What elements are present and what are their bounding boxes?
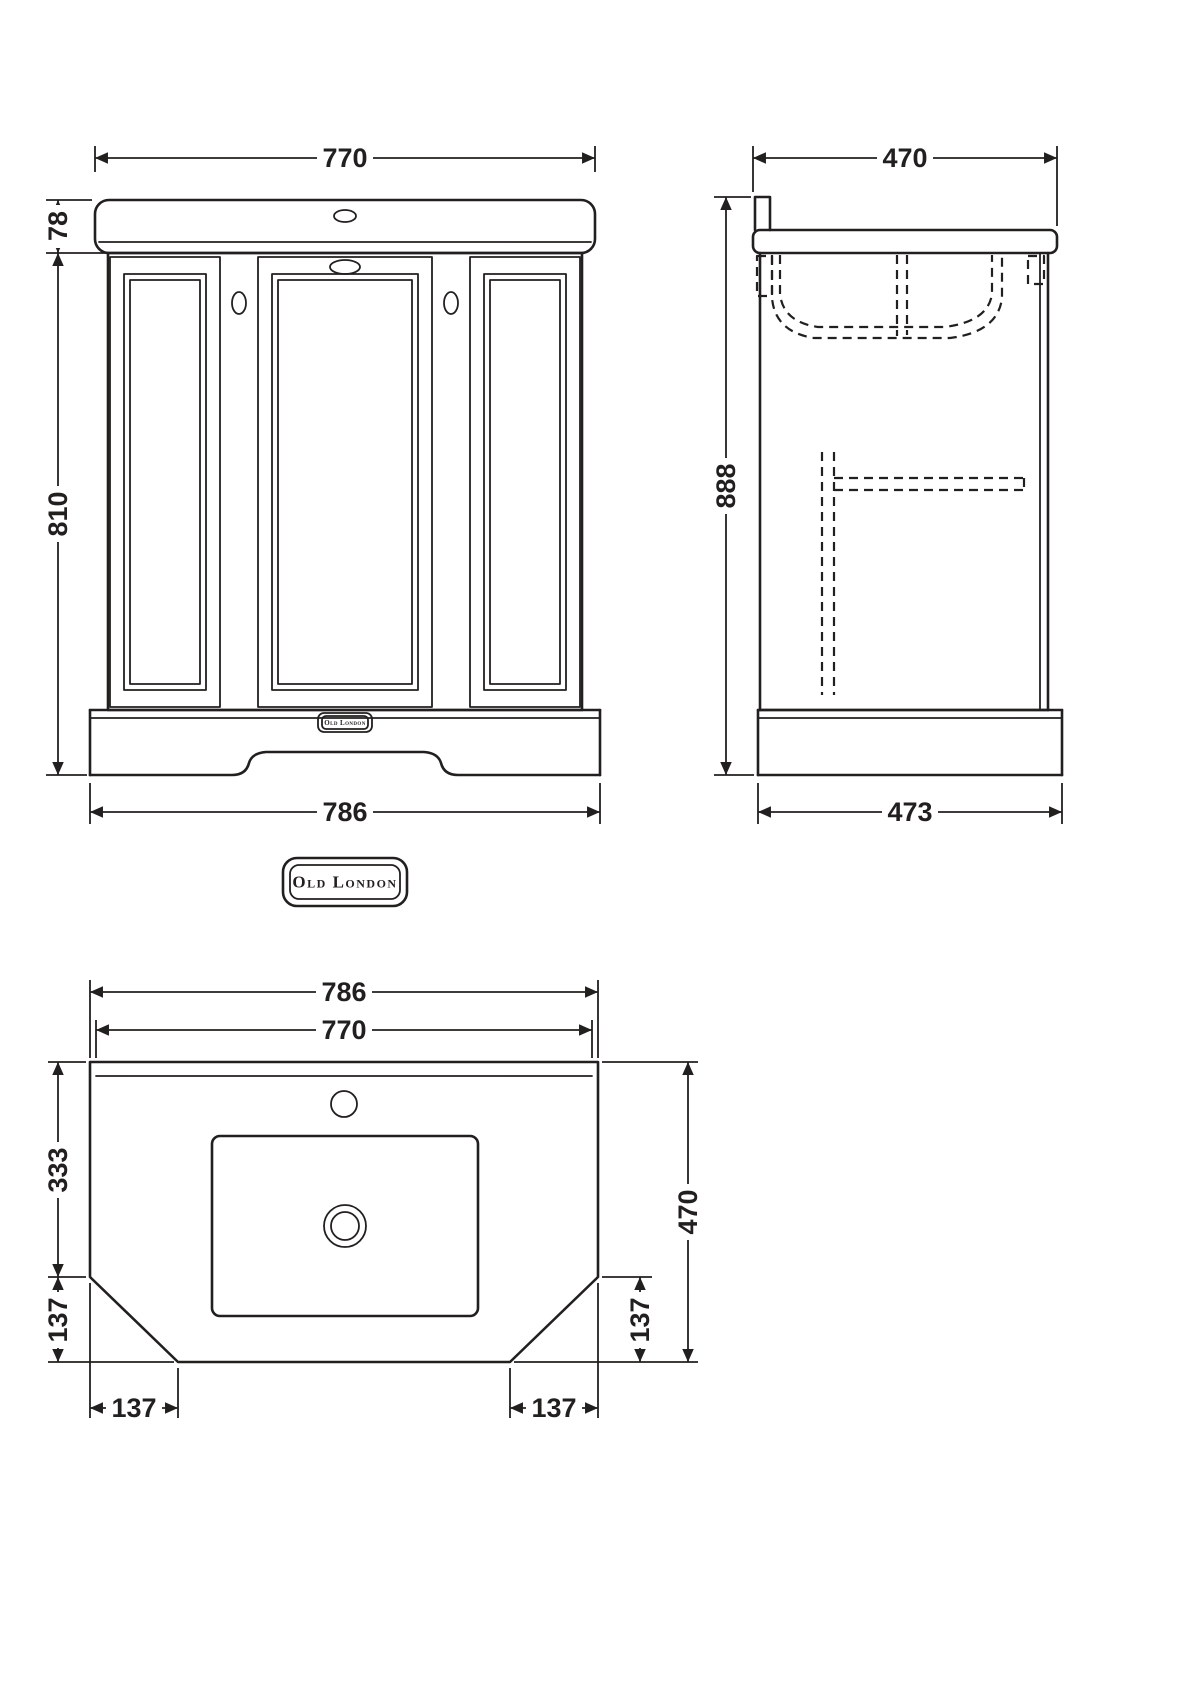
dim-plan-right-chamfer-width: 137 xyxy=(509,1283,599,1423)
dim-plan-basin-depth: 333 xyxy=(43,1061,86,1278)
label-bg xyxy=(106,1393,162,1423)
front-basin-outline xyxy=(93,198,597,255)
side-counter-slab xyxy=(751,228,1059,255)
label-bg xyxy=(711,458,741,514)
label-bg xyxy=(673,1184,703,1240)
dim-label-473: 473 xyxy=(887,797,932,827)
label-bg xyxy=(43,205,73,248)
dim-plan-total-depth: 470 xyxy=(514,1061,703,1363)
dim-plan-outer-width: 786 xyxy=(89,977,599,1058)
dim-label-78: 78 xyxy=(43,211,73,241)
centre-door-panel-inner xyxy=(277,279,413,685)
left-door-panel xyxy=(123,273,207,691)
plinth-badge-inner xyxy=(321,715,369,730)
label-bg xyxy=(317,143,373,173)
front-cabinet-outline xyxy=(106,251,584,712)
dim-plan-right-chamfer-height: 137 xyxy=(602,1276,655,1362)
waste-outer-icon xyxy=(323,1204,367,1248)
left-door xyxy=(109,256,221,708)
dim-label-786: 786 xyxy=(321,977,366,1007)
dim-label-786: 786 xyxy=(322,797,367,827)
dim-front-top-width: 770 xyxy=(94,143,596,173)
label-bg xyxy=(316,1015,372,1045)
dim-plan-inner-width: 770 xyxy=(95,1015,593,1058)
label-bg xyxy=(43,1292,73,1348)
plinth-badge-text: Old London xyxy=(324,719,365,727)
plan-bowl-outline xyxy=(210,1134,480,1318)
dim-label-137: 137 xyxy=(111,1393,156,1423)
label-bg xyxy=(882,797,938,827)
label-bg xyxy=(877,143,933,173)
brand-logo-badge: Old London xyxy=(281,856,409,908)
left-door-panel-inner xyxy=(129,279,201,685)
dim-front-basin-height: 78 xyxy=(43,199,105,254)
label-bg xyxy=(316,977,372,1007)
logo-text: Old London xyxy=(292,873,397,892)
overflow-hole-icon xyxy=(333,209,357,223)
right-door xyxy=(469,256,581,708)
label-bg xyxy=(43,1142,73,1198)
dim-label-333: 333 xyxy=(43,1147,73,1192)
label-bg xyxy=(317,797,373,827)
dim-side-base-depth: 473 xyxy=(757,783,1063,827)
dim-side-total-height: 888 xyxy=(711,196,754,776)
dim-front-base-width: 786 xyxy=(89,783,601,827)
centre-door-panel xyxy=(271,273,419,691)
hidden-bowl-inner xyxy=(778,255,994,329)
dim-front-cabinet-height: 810 xyxy=(43,252,87,776)
label-bg xyxy=(526,1393,582,1423)
dim-label-137: 137 xyxy=(43,1297,73,1342)
dim-plan-left-chamfer-width: 137 xyxy=(89,1283,179,1423)
dim-label-810: 810 xyxy=(43,491,73,536)
plan-view xyxy=(88,1060,600,1364)
left-knob-icon xyxy=(231,291,247,315)
front-view: Old London xyxy=(88,198,602,777)
right-door-panel xyxy=(483,273,567,691)
plinth-bottom-bracket xyxy=(88,750,602,777)
logo-border-inner xyxy=(289,864,401,900)
dim-label-888: 888 xyxy=(711,463,741,508)
hidden-back-fixing xyxy=(755,254,774,298)
right-door-panel-inner xyxy=(489,279,561,685)
side-upstand xyxy=(753,195,772,232)
label-bg xyxy=(625,1292,655,1348)
plinth-badge-outline xyxy=(317,712,373,733)
tap-hole-icon xyxy=(330,1090,358,1118)
label-bg xyxy=(43,486,73,542)
right-knob-icon xyxy=(443,291,459,315)
hidden-front-fixing xyxy=(1026,254,1046,286)
dim-plan-left-chamfer-height: 137 xyxy=(43,1277,174,1363)
dim-label-770: 770 xyxy=(321,1015,366,1045)
logo-border-outer xyxy=(281,856,409,908)
plan-basin-outline xyxy=(88,1060,600,1364)
dim-label-137: 137 xyxy=(625,1297,655,1342)
dim-label-137: 137 xyxy=(531,1393,576,1423)
centre-handle-icon xyxy=(329,259,361,275)
dim-label-470: 470 xyxy=(673,1189,703,1234)
side-view xyxy=(751,195,1064,777)
dim-label-770: 770 xyxy=(322,143,367,173)
waste-inner-icon xyxy=(330,1211,360,1241)
dim-side-top-depth: 470 xyxy=(752,143,1058,226)
dim-label-470: 470 xyxy=(882,143,927,173)
centre-door xyxy=(257,256,433,708)
